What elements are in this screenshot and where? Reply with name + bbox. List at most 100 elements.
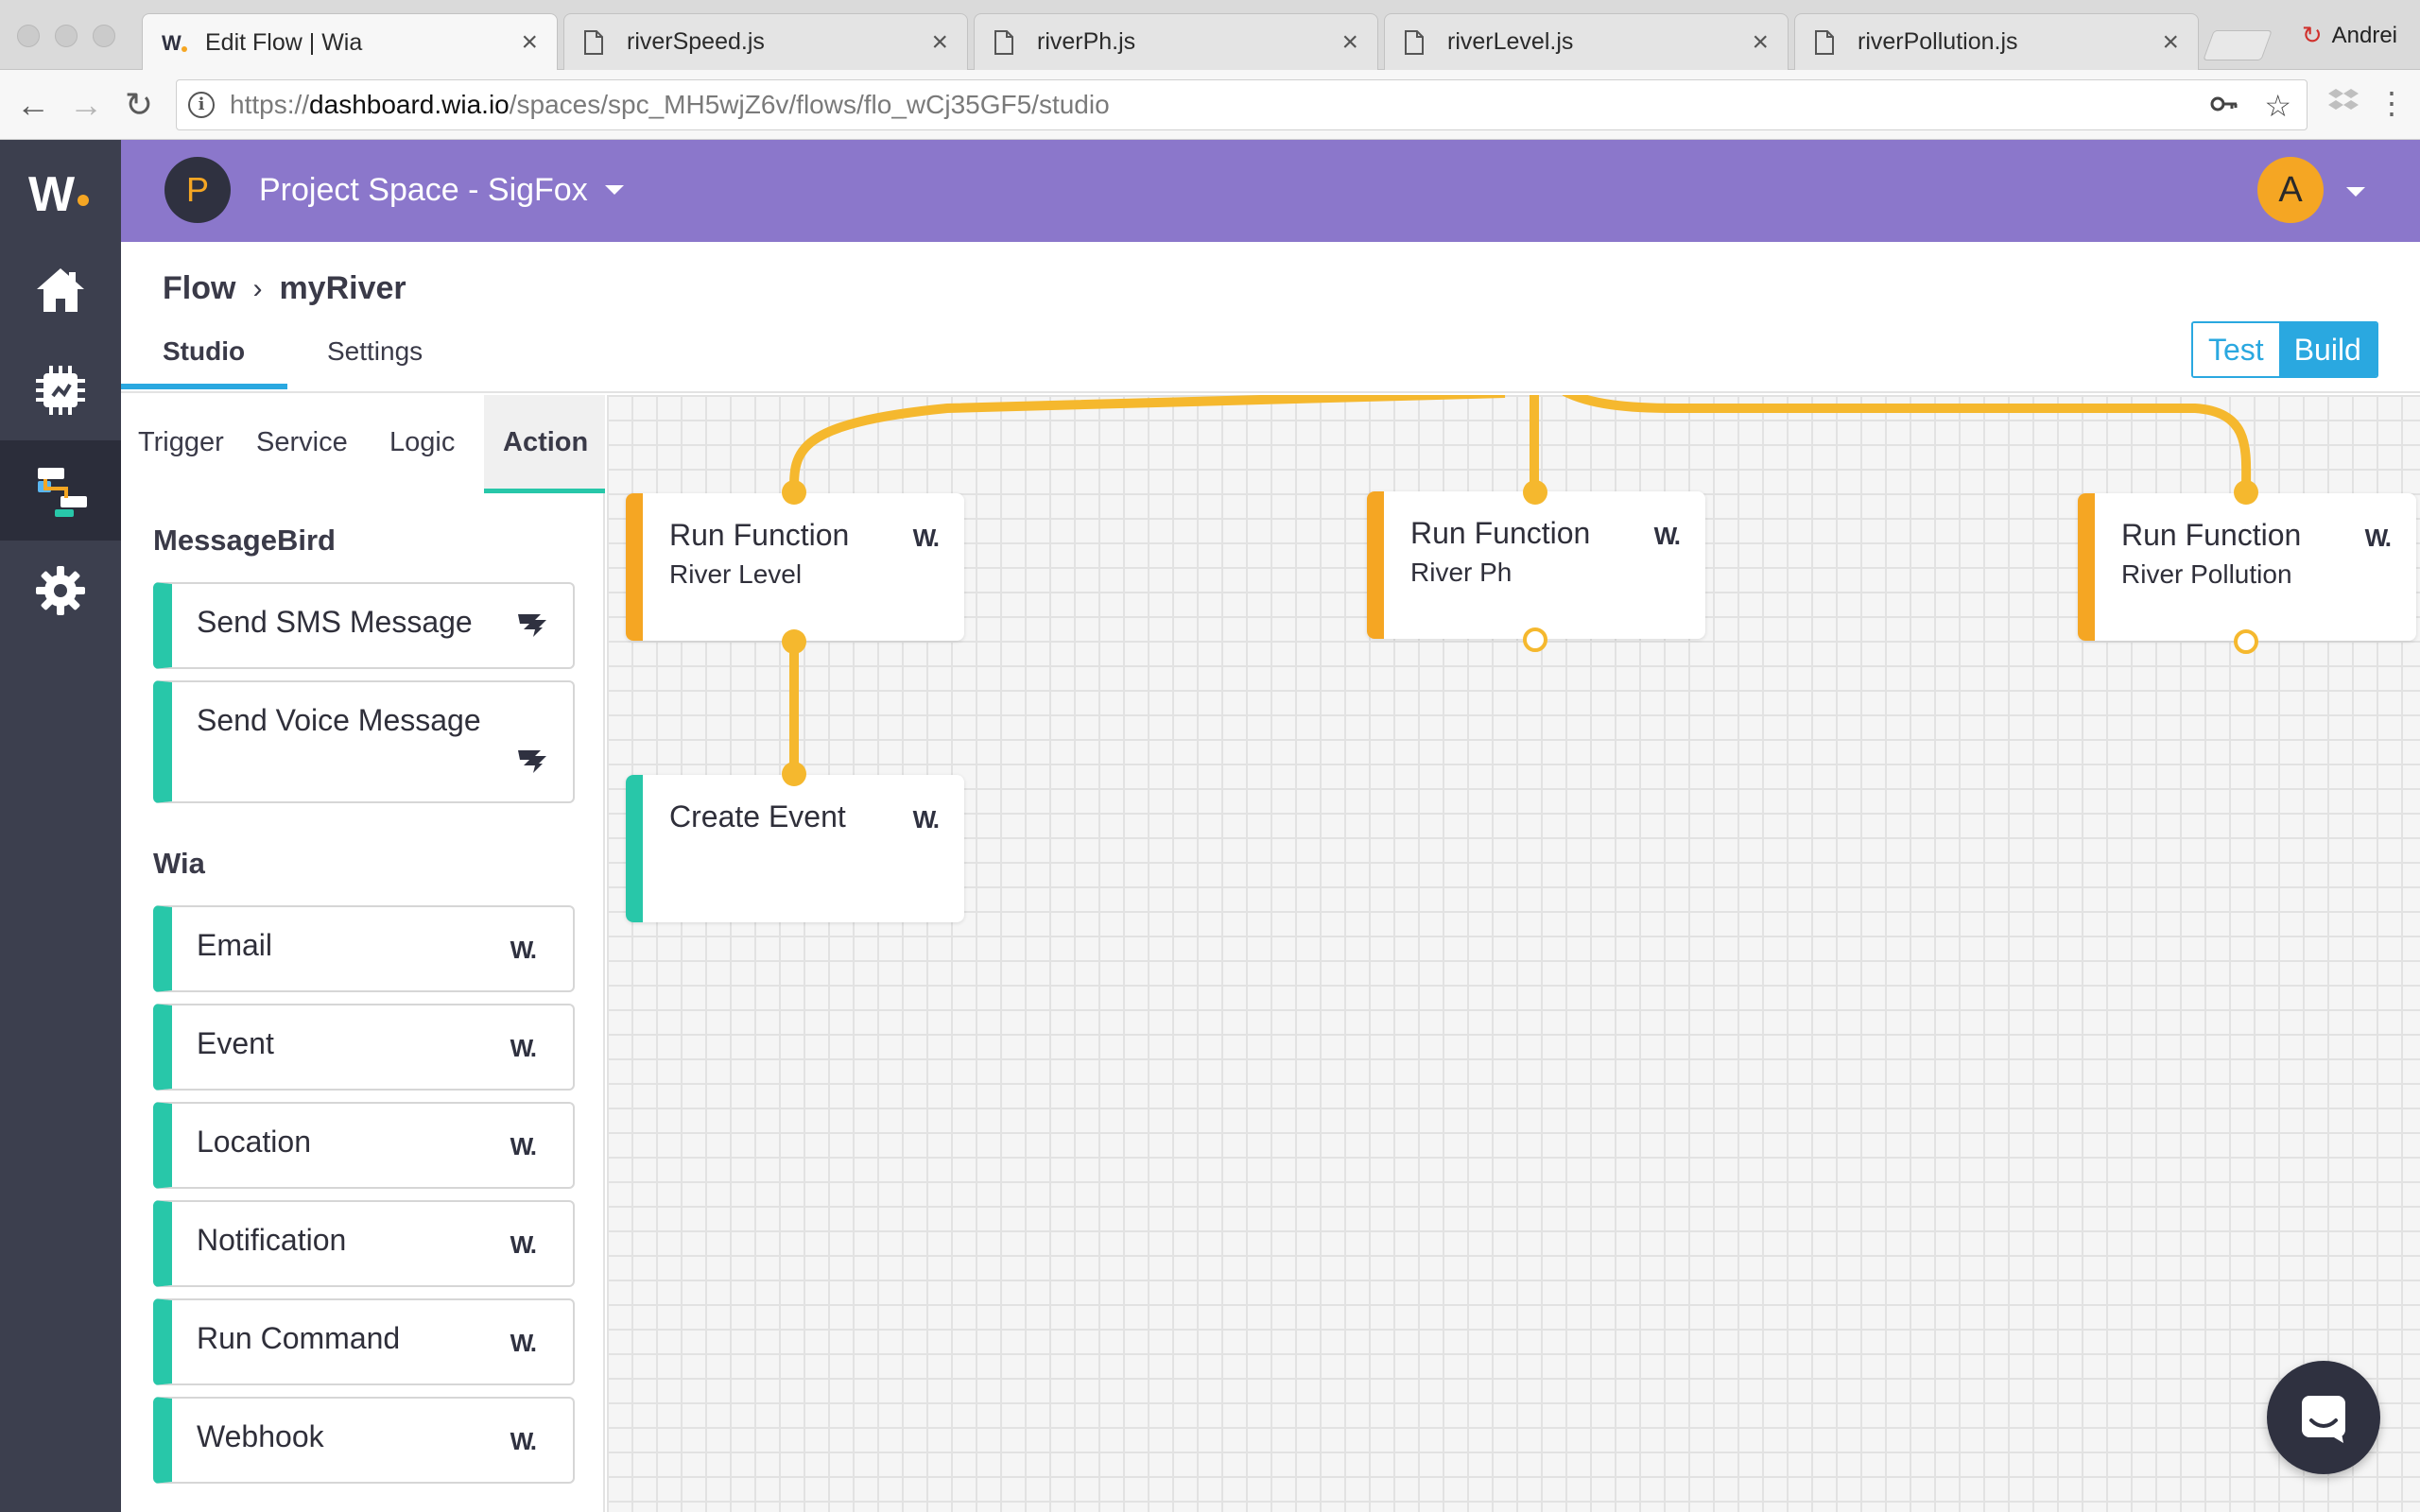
mode-toggle: Test Build: [2191, 321, 2378, 378]
tab-close-icon[interactable]: ×: [1752, 26, 1769, 58]
back-arrow-icon[interactable]: ←: [16, 85, 50, 124]
palette-item-location[interactable]: Location W.: [153, 1102, 575, 1189]
category-tab-service[interactable]: Service: [256, 427, 348, 457]
palette-item-label: Send SMS Message: [197, 605, 473, 639]
device-chip-icon[interactable]: [0, 340, 121, 440]
page-header: Flow › myRiver Studio Settings Test Buil…: [121, 242, 2420, 393]
palette-item-send-sms[interactable]: Send SMS Message: [153, 582, 575, 669]
browser-tab-bar: W Edit Flow | Wia × riverSpeed.js × rive…: [0, 0, 2420, 71]
group-title-messagebird: MessageBird: [153, 524, 336, 557]
browser-tab-riverpollution[interactable]: riverPollution.js ×: [1794, 13, 2199, 70]
palette-item-webhook[interactable]: Webhook W.: [153, 1397, 575, 1484]
browser-menu-icon[interactable]: ⋮: [2377, 86, 2407, 120]
tab-close-icon[interactable]: ×: [521, 26, 538, 58]
node-subtitle: River Pollution: [2121, 559, 2292, 589]
flow-canvas[interactable]: Run Function River Level W. Run Function…: [607, 395, 2420, 1512]
node-output-port[interactable]: [782, 629, 806, 654]
sync-error-icon: ↻: [2301, 21, 2323, 49]
file-icon: [583, 29, 610, 56]
node-input-port[interactable]: [782, 480, 806, 505]
flow-node-run-function-river-ph[interactable]: Run Function River Ph W.: [1367, 480, 1705, 652]
wire-to-river-level: [789, 395, 1506, 492]
new-tab-button[interactable]: [2203, 30, 2273, 60]
window-close-button[interactable]: [17, 25, 40, 47]
url-domain: dashboard.wia.io: [309, 90, 510, 119]
node-input-port[interactable]: [2234, 480, 2258, 505]
palette-item-label: Run Command: [197, 1321, 401, 1355]
node-color-bar: [626, 493, 643, 641]
tab-title: riverPollution.js: [1858, 28, 2018, 55]
node-output-port[interactable]: [2234, 629, 2258, 654]
space-switcher[interactable]: Project Space - SigFox: [259, 172, 588, 208]
flow-node-run-function-river-pollution[interactable]: Run Function River Pollution W.: [2078, 480, 2416, 654]
wia-logo-icon: W.: [510, 936, 537, 964]
wia-logo-icon: W.: [510, 1034, 537, 1062]
breadcrumb-current: myRiver: [279, 270, 406, 306]
window-zoom-button[interactable]: [93, 25, 115, 47]
browser-tab-riverspeed[interactable]: riverSpeed.js ×: [563, 13, 968, 70]
dropbox-extension-icon[interactable]: [2327, 85, 2360, 125]
group-title-wia: Wia: [153, 847, 205, 880]
palette-item-notification[interactable]: Notification W.: [153, 1200, 575, 1287]
key-icon[interactable]: [2209, 88, 2238, 128]
browser-tab-riverph[interactable]: riverPh.js ×: [974, 13, 1378, 70]
tab-title: riverSpeed.js: [627, 28, 765, 55]
build-mode-button[interactable]: Build: [2278, 323, 2377, 376]
home-icon[interactable]: [0, 240, 121, 340]
node-title: Create Event: [669, 799, 846, 833]
svg-text:W: W: [162, 31, 182, 55]
browser-tab-riverlevel[interactable]: riverLevel.js ×: [1384, 13, 1789, 70]
wia-logo-icon: W.: [510, 1427, 537, 1455]
flow-node-create-event[interactable]: Create Event W.: [626, 762, 964, 922]
url-scheme: https://: [230, 90, 310, 119]
window-minimize-button[interactable]: [55, 25, 78, 47]
palette-item-send-voice[interactable]: Send Voice Message: [153, 680, 575, 803]
flow-node-run-function-river-level[interactable]: Run Function River Level W.: [626, 480, 964, 654]
palette-item-email[interactable]: Email W.: [153, 905, 575, 992]
browser-toolbar: ← → ↻ i https://dashboard.wia.io/spaces/…: [0, 70, 2420, 140]
test-mode-button[interactable]: Test: [2193, 323, 2279, 376]
node-color-bar: [626, 775, 643, 922]
node-input-port[interactable]: [1523, 480, 1547, 505]
node-output-port[interactable]: [1523, 627, 1547, 652]
flow-icon[interactable]: [0, 440, 121, 541]
category-tab-action[interactable]: Action: [503, 427, 589, 457]
breadcrumb-flow[interactable]: Flow: [163, 270, 236, 306]
node-color-bar: [1367, 491, 1384, 639]
space-dropdown-caret-icon[interactable]: [605, 185, 624, 195]
node-color-bar: [2078, 493, 2095, 641]
address-bar[interactable]: i https://dashboard.wia.io/spaces/spc_MH…: [176, 79, 2308, 130]
browser-tab-edit-flow[interactable]: W Edit Flow | Wia ×: [142, 13, 558, 71]
category-tab-logic[interactable]: Logic: [389, 427, 456, 457]
settings-gear-icon[interactable]: [0, 541, 121, 641]
wia-logo-icon: W.: [912, 524, 940, 552]
node-input-port[interactable]: [782, 762, 806, 786]
user-menu-caret-icon[interactable]: [2346, 187, 2365, 197]
tab-close-icon[interactable]: ×: [931, 26, 948, 58]
messagebird-icon: [516, 747, 550, 782]
tab-close-icon[interactable]: ×: [2162, 26, 2179, 58]
palette-item-label: Email: [197, 928, 273, 962]
palette-item-event[interactable]: Event W.: [153, 1004, 575, 1091]
tab-studio[interactable]: Studio: [163, 336, 246, 366]
profile-name: Andrei: [2331, 22, 2397, 48]
site-info-icon[interactable]: i: [188, 92, 215, 118]
tab-close-icon[interactable]: ×: [1341, 26, 1358, 58]
forward-arrow-icon[interactable]: →: [69, 85, 103, 124]
palette-item-run-command[interactable]: Run Command W.: [153, 1298, 575, 1385]
space-avatar[interactable]: P: [164, 157, 231, 223]
category-tab-trigger[interactable]: Trigger: [138, 427, 224, 457]
chat-bubble-icon[interactable]: [2267, 1361, 2380, 1474]
bookmark-star-icon[interactable]: ☆: [2264, 89, 2291, 123]
palette-category-tabs: Trigger Service Logic Action: [121, 395, 605, 493]
palette-item-label: Send Voice Message: [197, 703, 481, 737]
tab-settings[interactable]: Settings: [327, 336, 424, 366]
browser-profile[interactable]: ↻ Andrei: [2302, 21, 2397, 50]
url-path: /spaces/spc_MH5wjZ6v/flows/flo_wCj35GF5/…: [509, 90, 1110, 119]
node-title: Run Function: [2121, 518, 2302, 552]
tab-title: riverPh.js: [1037, 28, 1136, 55]
wia-logo-icon: W.: [510, 1132, 537, 1160]
reload-icon[interactable]: ↻: [124, 85, 154, 124]
user-avatar[interactable]: A: [2257, 157, 2324, 223]
wia-logo[interactable]: W: [28, 167, 75, 222]
